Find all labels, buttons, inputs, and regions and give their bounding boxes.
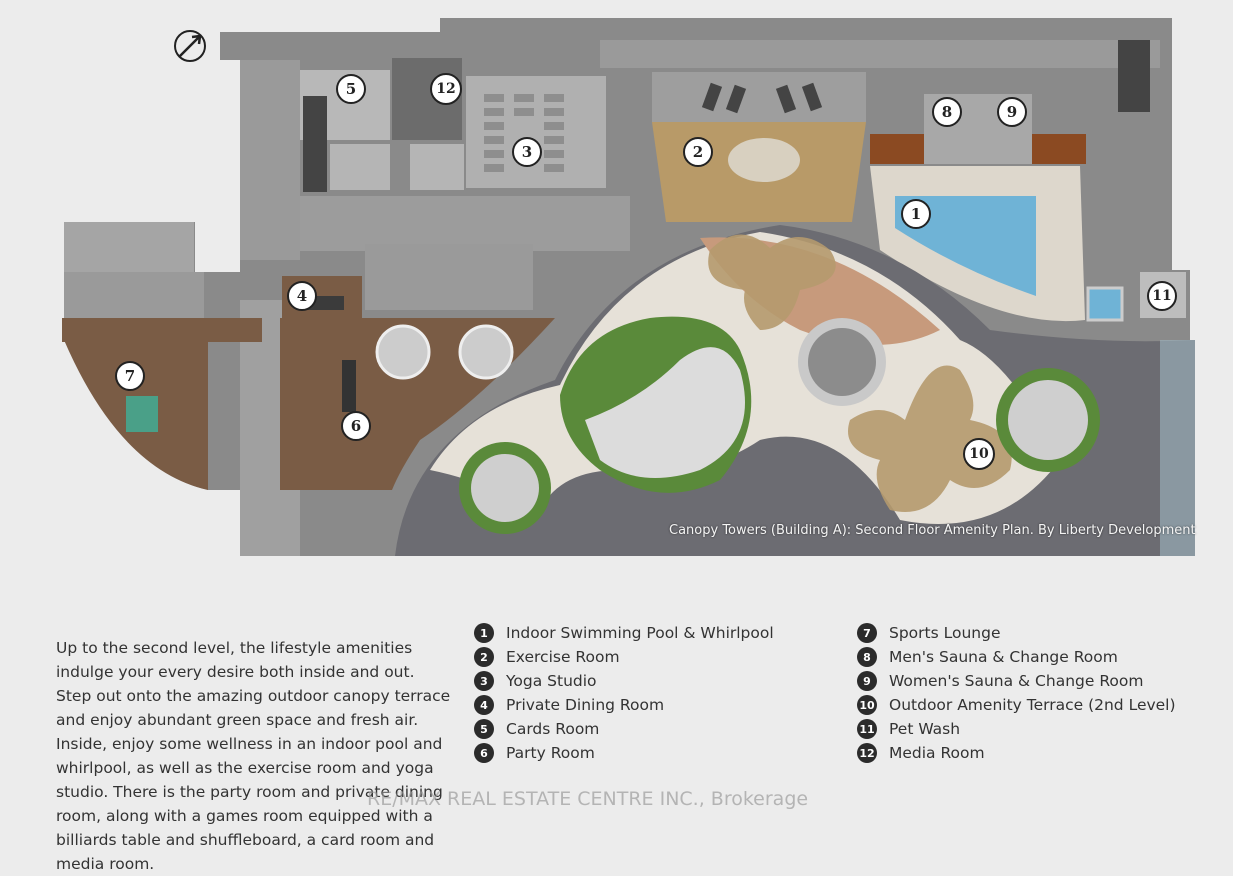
legend-list-right: 7 Sports Lounge 8 Men's Sauna & Change Roo…: [857, 621, 1176, 765]
legend-item: 7 Sports Lounge: [857, 621, 1176, 645]
legend-item: 12 Media Room: [857, 741, 1176, 765]
plan-caption: Canopy Towers (Building A): Second Floor…: [669, 523, 1196, 538]
legend-label: Men's Sauna & Change Room: [889, 648, 1118, 666]
marker-8: 8: [932, 97, 962, 127]
legend-item: 11 Pet Wash: [857, 717, 1176, 741]
legend-number: 4: [474, 695, 494, 715]
marker-4: 4: [287, 281, 317, 311]
planter-core: [471, 454, 539, 522]
marker-11: 11: [1147, 281, 1177, 311]
brokerage-watermark: RE/MAX REAL ESTATE CENTRE INC., Brokerag…: [367, 788, 809, 810]
legend-label: Private Dining Room: [506, 696, 665, 714]
long-table: [342, 360, 356, 412]
marker-6: 6: [341, 411, 371, 441]
indoor-pool: [895, 196, 1036, 296]
sauna-men: [870, 134, 924, 164]
room-block: [330, 144, 390, 190]
glass-edge: [1160, 340, 1195, 556]
stairs: [1118, 40, 1150, 112]
central-garden-inner: [585, 347, 745, 478]
legend-number: 1: [474, 623, 494, 643]
description-text: Up to the second level, the lifestyle am…: [56, 638, 451, 873]
marker-2: 2: [683, 137, 713, 167]
tan-lounge-10: [848, 365, 1012, 512]
legend-label: Sports Lounge: [889, 624, 1001, 642]
sports-lounge-upper: [62, 318, 262, 342]
marker-5: 5: [336, 74, 366, 104]
floor-plan: [62, 18, 1195, 556]
legend-label: Indoor Swimming Pool & Whirlpool: [506, 624, 774, 642]
whirlpool: [1086, 286, 1124, 322]
party-room-bar: [365, 244, 533, 310]
legend-item: 3 Yoga Studio: [474, 669, 774, 693]
legend-number: 11: [857, 719, 877, 739]
tan-lounge-1: [708, 234, 836, 330]
structure-block: [64, 272, 204, 318]
legend-item: 1 Indoor Swimming Pool & Whirlpool: [474, 621, 774, 645]
legend-item: 4 Private Dining Room: [474, 693, 774, 717]
legend-label: Outdoor Amenity Terrace (2nd Level): [889, 696, 1176, 714]
lockers: [303, 96, 327, 192]
legend-number: 3: [474, 671, 494, 691]
legend-item: 5 Cards Room: [474, 717, 774, 741]
marker-10: 10: [963, 438, 995, 470]
legend-label: Cards Room: [506, 720, 600, 738]
legend-item: 9 Women's Sauna & Change Room: [857, 669, 1176, 693]
legend-item: 8 Men's Sauna & Change Room: [857, 645, 1176, 669]
billiards-table: [126, 396, 158, 432]
north-arrow-icon: [174, 30, 206, 62]
legend-list-left: 1 Indoor Swimming Pool & Whirlpool 2 Exerc…: [474, 621, 774, 765]
legend-number: 5: [474, 719, 494, 739]
planter-core: [1008, 380, 1088, 460]
marker-9: 9: [997, 97, 1027, 127]
legend-label: Exercise Room: [506, 648, 620, 666]
legend-item: 6 Party Room: [474, 741, 774, 765]
legend-number: 2: [474, 647, 494, 667]
legend-label: Yoga Studio: [506, 672, 597, 690]
structure-block: [64, 222, 194, 272]
legend-item: 2 Exercise Room: [474, 645, 774, 669]
corridor: [240, 60, 300, 260]
legend-number: 12: [857, 743, 877, 763]
legend-number: 10: [857, 695, 877, 715]
legend-label: Women's Sauna & Change Room: [889, 672, 1144, 690]
sauna-women: [1032, 134, 1086, 164]
legend-number: 9: [857, 671, 877, 691]
marker-1: 1: [901, 199, 931, 229]
legend-number: 7: [857, 623, 877, 643]
marker-12: 12: [430, 73, 462, 105]
corridor: [600, 40, 1160, 68]
legend-number: 6: [474, 743, 494, 763]
legend-label: Pet Wash: [889, 720, 961, 738]
exercise-mat: [728, 138, 800, 182]
round-table: [375, 324, 431, 380]
corridor: [300, 196, 630, 251]
marker-3: 3: [512, 137, 542, 167]
legend-number: 8: [857, 647, 877, 667]
legend-label: Media Room: [889, 744, 985, 762]
room-block: [410, 144, 464, 190]
legend-label: Party Room: [506, 744, 595, 762]
legend-item: 10 Outdoor Amenity Terrace (2nd Level): [857, 693, 1176, 717]
hot-tub: [808, 328, 876, 396]
exercise-room-upper: [652, 72, 866, 122]
round-table: [458, 324, 514, 380]
marker-7: 7: [115, 361, 145, 391]
